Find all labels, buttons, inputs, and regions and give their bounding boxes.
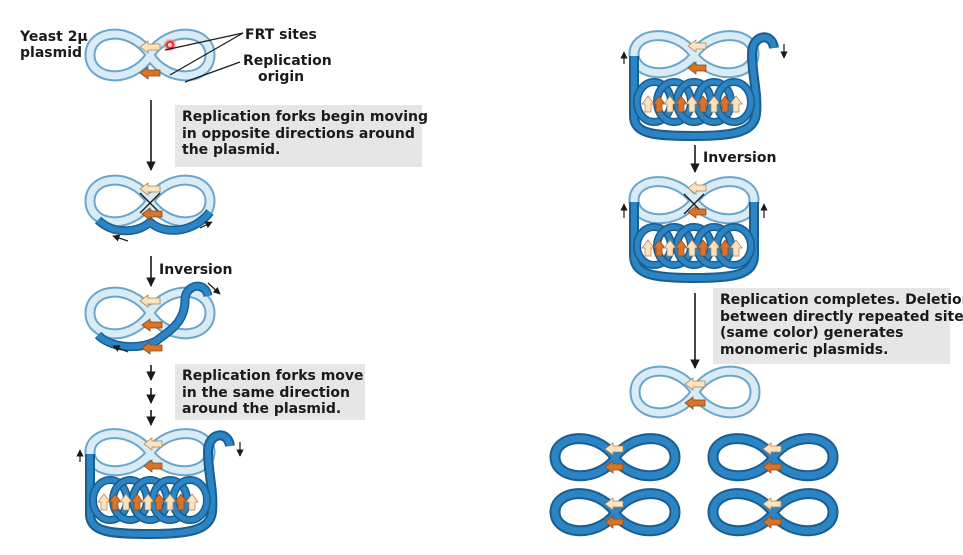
coil-loop-fill — [694, 79, 734, 125]
callout-completes: Replication completes. Deletion between … — [713, 288, 963, 364]
strand — [631, 202, 757, 282]
coil-loop-fill — [150, 477, 190, 523]
frt-site-arrow — [687, 205, 707, 219]
fork-arrow-left — [112, 234, 129, 242]
parental-monomer-plasmid — [629, 365, 761, 419]
frt-site-bottom — [139, 66, 161, 80]
frt-site-top — [139, 40, 161, 54]
callout-line: between directly repeated sites — [720, 308, 963, 325]
frt-site-arrow — [687, 61, 707, 75]
callout-line: the plasmid. — [182, 142, 281, 158]
pointer-origin — [184, 61, 241, 83]
callout-line: (same color) generates — [720, 325, 904, 341]
frt-site-arrow — [687, 39, 707, 53]
frt-site-arrow — [130, 493, 144, 511]
frt-site-arrow — [729, 95, 743, 113]
frt-site-arrow — [641, 95, 655, 113]
plasmid-forks-opposite — [84, 174, 216, 242]
callout-line: in opposite directions around — [182, 125, 415, 142]
callout-line: Replication completes. Deletion — [720, 292, 963, 308]
strand — [551, 490, 679, 535]
callout-forks-begin: Replication forks begin moving in opposi… — [175, 105, 429, 167]
frt-site-arrow — [663, 95, 677, 113]
frt-site-arrow — [97, 493, 111, 511]
frt-site-arrow — [674, 239, 688, 257]
frt-site-arrow — [687, 181, 707, 195]
frt-site-arrow — [685, 239, 699, 257]
strand — [630, 178, 758, 223]
strand — [709, 490, 837, 535]
strand — [709, 435, 837, 480]
callout-line: around the plasmid. — [182, 401, 342, 417]
callout-line: monomeric plasmids. — [720, 341, 889, 358]
inversion-label-right: Inversion — [703, 150, 777, 166]
frt-site-arrow — [696, 239, 710, 257]
strand — [630, 32, 758, 77]
daughter-monomer-plasmids — [549, 433, 839, 537]
frt-site-arrow — [652, 239, 666, 257]
callout-line: Replication forks begin moving — [182, 109, 429, 125]
frt-site-arrow — [707, 95, 721, 113]
frt-site-arrow — [143, 459, 163, 473]
frt-site-arrow — [604, 460, 624, 474]
initial-plasmid — [84, 28, 216, 82]
strand — [631, 34, 777, 140]
frt-site-arrow — [718, 95, 732, 113]
cross-line — [683, 193, 705, 215]
strand — [86, 430, 214, 475]
frt-site-arrow — [674, 95, 688, 113]
daughter-monomer — [707, 488, 839, 537]
frt-site-arrow — [174, 493, 188, 511]
frt-site-arrow — [729, 239, 743, 257]
frt-site-arrow — [152, 493, 166, 511]
callout-line: Replication forks move — [182, 368, 364, 384]
concatemer-plasmid-left — [76, 428, 244, 540]
plasmid-title: Yeast 2μ plasmid — [20, 29, 88, 61]
strand — [551, 435, 679, 480]
concatemer-plasmid-right-mid — [620, 176, 768, 284]
frt-sites-label: FRT sites — [245, 27, 317, 43]
fork-arrow-right — [199, 221, 213, 229]
frt-site-arrow — [663, 239, 677, 257]
frt-site-arrow — [185, 493, 199, 511]
frt-site-arrow — [163, 493, 177, 511]
plasmid-after-inversion — [84, 281, 221, 355]
frt-site-arrow — [762, 442, 782, 456]
frt-site-arrow — [762, 515, 782, 529]
plasmid-title-line2: plasmid — [20, 45, 83, 61]
concatemer-plasmid-right-top — [620, 30, 788, 142]
replication-origin-label: Replication origin — [243, 53, 332, 85]
daughter-monomer — [707, 433, 839, 482]
frt-site-arrow — [141, 493, 155, 511]
strand — [87, 432, 233, 538]
frt-site-arrow — [604, 497, 624, 511]
frt-site-arrow — [762, 460, 782, 474]
daughter-monomer — [549, 433, 681, 482]
pointer-frt-2 — [169, 32, 244, 76]
frt-site-arrow — [696, 95, 710, 113]
frt-site-arrow — [641, 239, 655, 257]
inversion-label-left: Inversion — [159, 262, 233, 278]
frt-site-arrow — [718, 239, 732, 257]
frt-site-arrow — [604, 515, 624, 529]
plasmid-title-line1: Yeast 2μ — [20, 29, 88, 45]
pointer-frt — [164, 32, 244, 51]
frt-site-arrow — [652, 95, 666, 113]
frt-site-arrow — [685, 95, 699, 113]
replication-origin-line2: origin — [258, 69, 305, 85]
frt-site-arrow — [143, 437, 163, 451]
frt-site-arrow — [604, 442, 624, 456]
frt-site-arrow — [707, 239, 721, 257]
frt-site-arrow — [119, 493, 133, 511]
frt-site-arrow — [108, 493, 122, 511]
coil-loop-fill — [694, 224, 734, 268]
daughter-monomer — [549, 488, 681, 537]
replication-origin-line1: Replication — [243, 53, 332, 69]
frt-site-arrow — [762, 497, 782, 511]
callout-line: in the same direction — [182, 384, 350, 401]
callout-forks-same: Replication forks move in the same direc… — [175, 364, 365, 420]
